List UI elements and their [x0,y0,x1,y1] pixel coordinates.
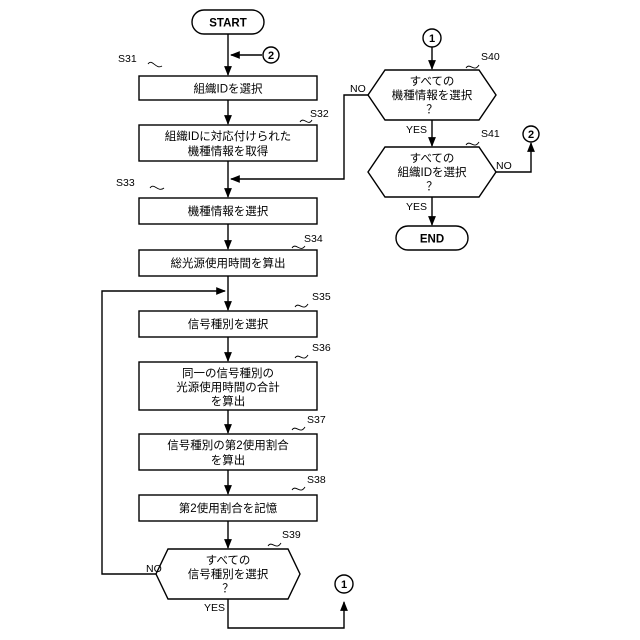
flow-s39-yes-to-connector-1 [228,599,344,628]
leader-s36 [295,355,308,358]
label-s41: S41 [481,128,500,140]
leader-s40 [466,65,479,68]
connector-2-entry-label: 2 [268,50,274,62]
leader-s41 [466,142,479,145]
leader-s37 [292,427,305,430]
connector-1-entry-label: 1 [429,33,435,45]
leader-s31 [148,62,162,67]
label-s40: S40 [481,51,500,63]
step-s31-text: 組織IDを選択 [194,82,263,96]
label-s35: S35 [312,291,331,303]
step-s31: 組織IDを選択 [139,76,317,100]
decision-s39-text-2: 信号種別を選択 [188,567,269,581]
leader-s34 [292,246,305,248]
connector-1-exit-label: 1 [341,579,347,591]
step-s37: 信号種別の第2使用割合 を算出 [139,434,317,470]
decision-s40-text-2: 機種情報を選択 [392,88,473,102]
decision-s41-text-3: ？ [426,181,438,193]
label-s34: S34 [304,233,323,245]
decision-s41: すべての 組織IDを選択 ？ [368,147,496,197]
s41-no-label: NO [496,160,512,172]
connector-2-exit-label: 2 [528,129,534,141]
step-s36: 同一の信号種別の 光源使用時間の合計 を算出 [139,362,317,410]
start-label: START [209,18,246,30]
decision-s41-text-1: すべての [410,152,455,165]
s41-yes-label: YES [406,201,427,213]
label-s33: S33 [116,177,135,189]
s39-no-label: NO [146,563,162,575]
step-s36-text-1: 同一の信号種別の [182,366,274,380]
step-s34-text: 総光源使用時間を算出 [171,256,286,270]
step-s34: 総光源使用時間を算出 [139,250,317,276]
leader-s35 [295,304,308,307]
label-s39: S39 [282,529,301,541]
step-s33-text: 機種情報を選択 [188,204,269,218]
label-s32: S32 [310,108,329,120]
connector-1-exit: 1 [335,575,353,593]
label-s37: S37 [307,414,326,426]
connector-2-exit: 2 [523,126,539,142]
label-s38: S38 [307,474,326,486]
leader-s39 [268,543,281,546]
s39-yes-label: YES [204,602,225,614]
step-s35-text: 信号種別を選択 [188,317,269,331]
step-s32-text-2: 機種情報を取得 [188,144,269,158]
leader-s33 [150,186,164,189]
label-s31: S31 [118,53,137,65]
step-s37-text-1: 信号種別の第2使用割合 [167,438,289,452]
label-s36: S36 [312,342,331,354]
start-terminal: START [192,10,264,34]
step-s37-text-2: を算出 [211,453,246,467]
end-terminal: END [396,226,468,250]
end-label: END [420,234,444,246]
step-s36-text-2: 光源使用時間の合計 [176,380,280,394]
decision-s40-text-1: すべての [410,75,455,88]
decision-s41-text-2: 組織IDを選択 [398,165,467,179]
decision-s39-text-1: すべての [206,554,251,567]
step-s36-text-3: を算出 [211,394,246,408]
connector-1-entry: 1 [423,29,441,47]
step-s33: 機種情報を選択 [139,198,317,224]
decision-s40-text-3: ？ [426,104,438,116]
s40-yes-label: YES [406,124,427,136]
s40-no-label: NO [350,83,366,95]
leader-s38 [292,487,305,490]
decision-s40: すべての 機種情報を選択 ？ [368,70,496,120]
step-s38-text: 第2使用割合を記憶 [179,501,278,515]
leader-s32 [300,120,312,122]
step-s35: 信号種別を選択 [139,311,317,337]
step-s32: 組織IDに対応付けられた 機種情報を取得 [139,125,317,161]
decision-s39: すべての 信号種別を選択 ？ [156,549,300,599]
connector-2-entry: 2 [263,47,279,63]
step-s32-text-1: 組織IDに対応付けられた [165,129,292,143]
decision-s39-text-3: ？ [222,583,234,595]
step-s38: 第2使用割合を記憶 [139,495,317,521]
